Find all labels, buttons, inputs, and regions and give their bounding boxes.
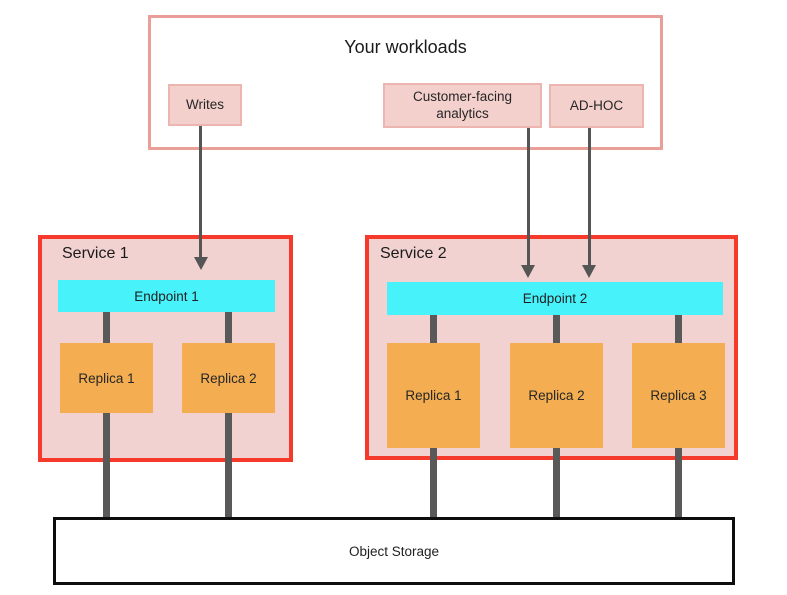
service-2-replica-2-label: Replica 2 xyxy=(528,388,585,403)
workload-ad-hoc-label: AD-HOC xyxy=(569,97,624,113)
service-1-title: Service 1 xyxy=(62,245,129,262)
endpoint-1-label: Endpoint 1 xyxy=(134,288,199,304)
arrow-down-icon xyxy=(582,265,596,278)
arrow-down-icon xyxy=(521,265,535,278)
endpoint-2-label: Endpoint 2 xyxy=(522,291,588,306)
arrow-adhoc-to-endpoint2 xyxy=(587,128,591,265)
workload-customer-facing-analytics: Customer-facing analytics xyxy=(383,83,542,128)
service-2-replica-1-label: Replica 1 xyxy=(405,388,462,403)
service-2-box: Service 2 Endpoint 2 Replica 1 Replica 2… xyxy=(365,235,738,460)
workload-writes: Writes xyxy=(168,84,242,126)
service-1-replica-2-box: Replica 2 xyxy=(182,343,275,413)
connector-endpoint1-replica2 xyxy=(224,312,232,343)
workload-ad-hoc: AD-HOC xyxy=(549,84,644,128)
connector-s1-replica2-storage xyxy=(224,413,232,519)
service-1-box: Service 1 Endpoint 1 Replica 1 Replica 2 xyxy=(38,235,293,462)
workloads-title: Your workloads xyxy=(344,37,467,57)
connector-s1-replica1-storage xyxy=(102,413,110,519)
service-2-replica-1-box: Replica 1 xyxy=(387,343,480,448)
connector-s2-replica2-storage xyxy=(552,448,560,519)
service-1-replica-1-label: Replica 1 xyxy=(78,370,135,386)
connector-s2-replica1-storage xyxy=(429,448,437,519)
connector-endpoint2-replica1 xyxy=(429,315,437,343)
service-2-title: Service 2 xyxy=(380,245,447,262)
arrow-down-icon xyxy=(193,257,208,270)
object-storage-box: Object Storage xyxy=(53,517,735,585)
connector-endpoint1-replica1 xyxy=(102,312,110,343)
connector-s2-replica3-storage xyxy=(674,448,682,519)
service-2-replica-2-box: Replica 2 xyxy=(510,343,603,448)
connector-endpoint2-replica3 xyxy=(674,315,682,343)
service-2-replica-3-label: Replica 3 xyxy=(650,388,707,403)
endpoint-2-bar: Endpoint 2 xyxy=(387,282,723,315)
arrow-writes-to-endpoint1 xyxy=(199,126,202,257)
endpoint-1-bar: Endpoint 1 xyxy=(58,280,275,312)
your-workloads-box: Your workloads Writes Customer-facing an… xyxy=(148,15,663,150)
workload-customer-facing-analytics-label: Customer-facing analytics xyxy=(412,88,513,121)
object-storage-label: Object Storage xyxy=(348,543,440,559)
workload-writes-label: Writes xyxy=(185,96,224,112)
service-1-replica-2-label: Replica 2 xyxy=(200,370,257,386)
arrow-analytics-to-endpoint2 xyxy=(526,128,530,265)
connector-endpoint2-replica2 xyxy=(552,315,560,343)
service-1-replica-1-box: Replica 1 xyxy=(60,343,153,413)
service-2-replica-3-box: Replica 3 xyxy=(632,343,725,448)
